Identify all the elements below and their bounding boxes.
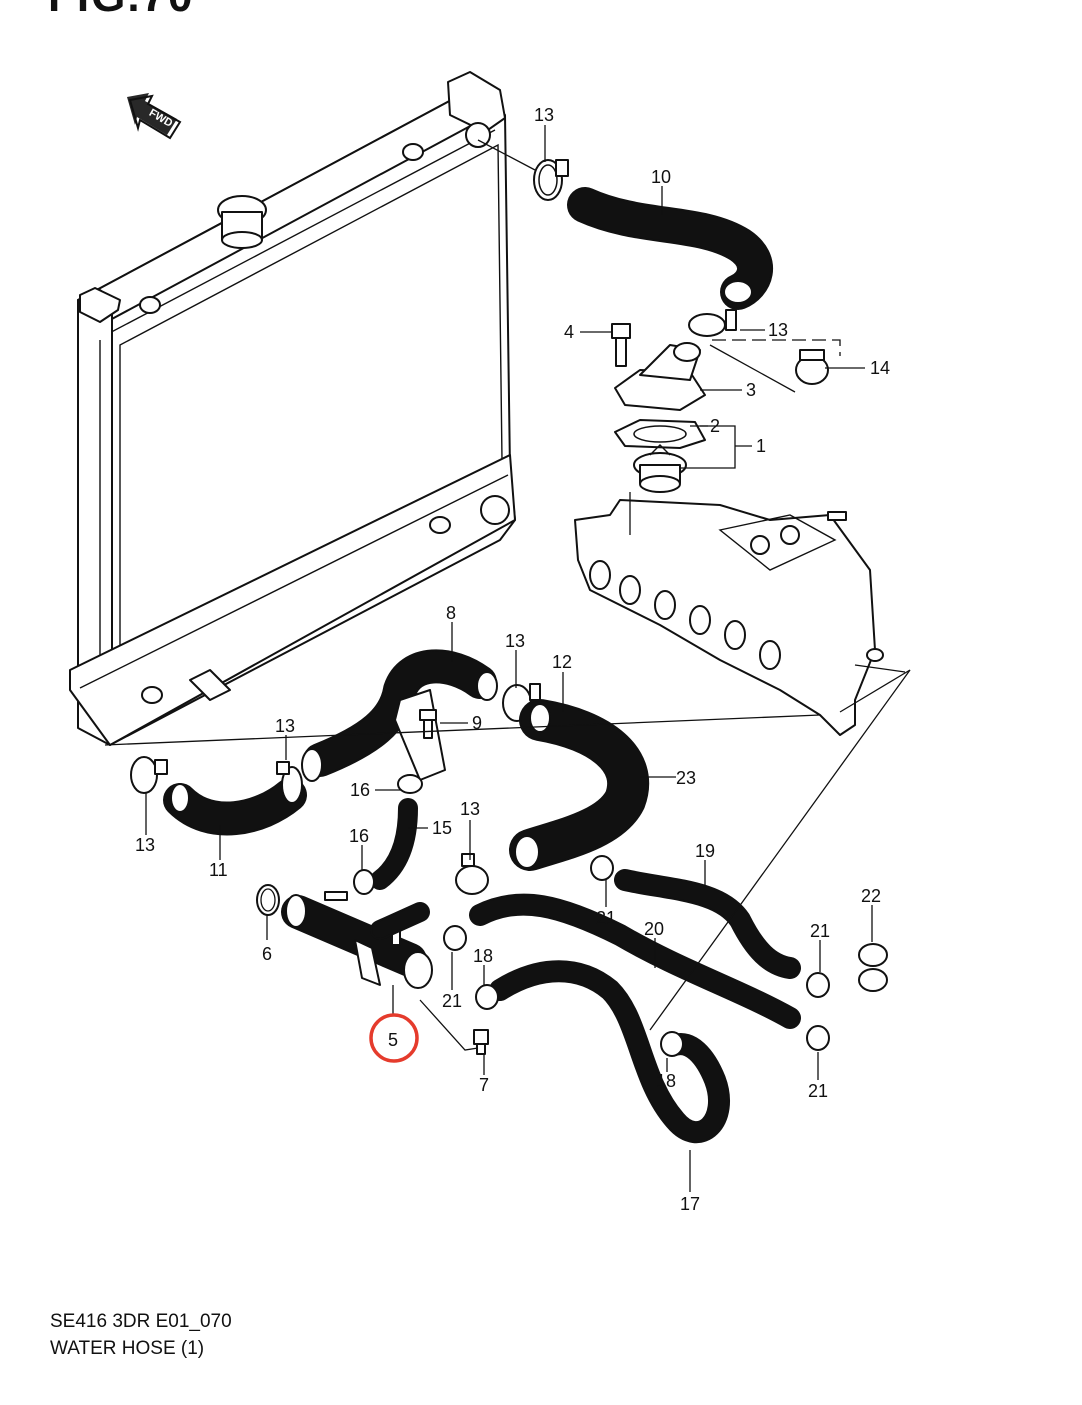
callout-label: 18	[656, 1071, 676, 1091]
hose-clamp-13f	[455, 853, 489, 895]
callout-label: 18	[473, 946, 493, 966]
hose-clamp-13c	[130, 756, 168, 794]
hose-clamp-13d	[276, 761, 303, 804]
radiator	[69, 71, 516, 746]
hose-8	[301, 649, 498, 782]
leader-lines	[104, 125, 911, 1192]
callout-label: 17	[680, 1194, 700, 1214]
callout-label: 11	[209, 860, 228, 880]
o-ring-6	[256, 884, 280, 916]
figure-header: FIG.70	[48, 0, 195, 22]
callout-label: 13	[460, 799, 480, 819]
callout-label: 5	[388, 1030, 398, 1050]
hose-clamp-13b	[688, 309, 737, 337]
callout-label: 16	[349, 826, 369, 846]
bolt-7	[473, 1029, 489, 1055]
callout-label: 13	[534, 105, 554, 125]
callout-label: 13	[135, 835, 155, 855]
callout-label: 20	[644, 919, 664, 939]
callout-label: 19	[695, 841, 715, 861]
hose-clamp-13a	[533, 159, 569, 201]
intake-manifold	[574, 499, 884, 736]
callout-label: 15	[432, 818, 452, 838]
callout-label: 16	[350, 780, 370, 800]
hose-20	[469, 893, 801, 1029]
hose-15	[370, 798, 418, 890]
radiator-cap	[217, 195, 267, 249]
bracket-9	[394, 689, 446, 781]
hose-clamp-16a	[397, 774, 423, 794]
upper-radiator-hose-10	[567, 187, 773, 310]
callout-label: 13	[505, 631, 525, 651]
callout-label: 4	[564, 322, 574, 342]
callout-label: 13	[275, 716, 295, 736]
hose-17	[489, 960, 730, 1144]
highlight-ring	[369, 1013, 419, 1063]
callout-label: 21	[808, 1081, 828, 1101]
hose-11	[163, 778, 307, 836]
hose-clamps-21-18	[443, 855, 830, 1057]
callout-label: 3	[746, 380, 756, 400]
callout-label: 10	[651, 167, 671, 187]
callout-label: 21	[596, 908, 616, 928]
callout-label: 12	[552, 652, 572, 672]
water-inlet-pipe-5	[281, 891, 433, 989]
callout-label: 21	[810, 921, 830, 941]
callout-label: 23	[676, 768, 696, 788]
hose-clamp-16b	[353, 869, 375, 895]
callout-label: 6	[262, 944, 272, 964]
clip-22	[858, 943, 888, 992]
callout-label: 21	[442, 991, 462, 1011]
callout-label: 9	[472, 713, 482, 733]
callout-label: 13	[768, 320, 788, 340]
hose-clamp-14	[795, 349, 829, 385]
callout-label: 1	[756, 436, 766, 456]
callout-label: 2	[710, 416, 720, 436]
callout-labels: 1 2 3 4 5 6 7 8 9 10 11 12 13 13 13 13 1…	[135, 105, 890, 1214]
thermostat-housing	[611, 323, 706, 493]
water-pipe-23	[509, 699, 650, 871]
callout-label: 7	[479, 1075, 489, 1095]
callout-label: 14	[870, 358, 890, 378]
callout-label: 8	[446, 603, 456, 623]
fwd-arrow-icon: FWD	[127, 93, 182, 140]
callout-label: 22	[861, 886, 881, 906]
diagram-code: SE416 3DR E01_070	[50, 1311, 232, 1332]
diagram-title: WATER HOSE (1)	[50, 1338, 205, 1359]
hose-19	[614, 869, 801, 979]
